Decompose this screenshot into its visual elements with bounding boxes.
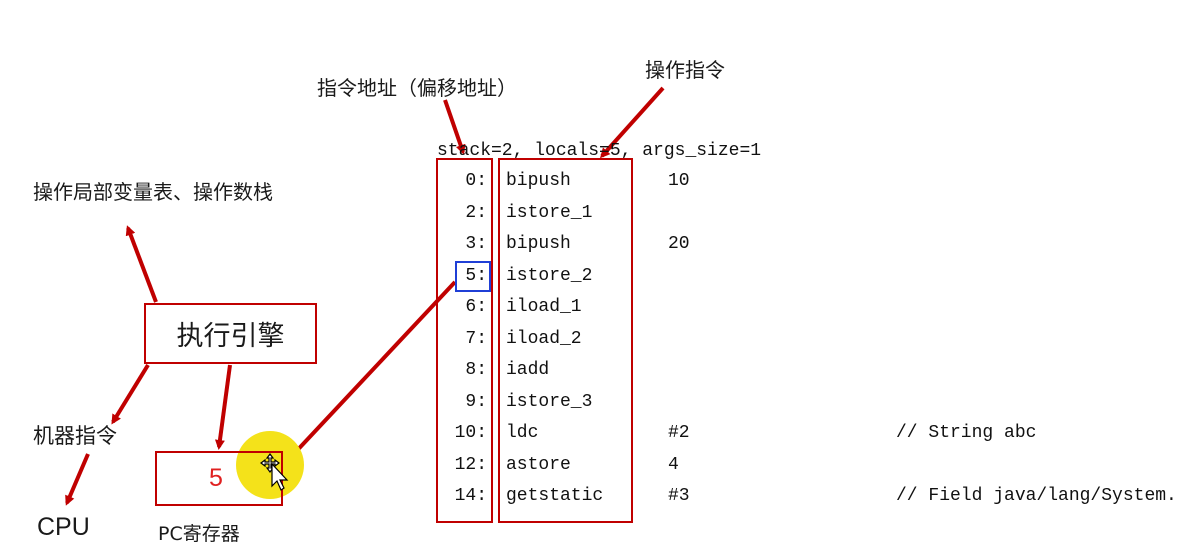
offset-value: 14: xyxy=(454,486,487,506)
arrow-to-opcode-column xyxy=(599,86,665,159)
opcode-value: istore_3 xyxy=(506,391,593,412)
operand-value: 4 xyxy=(668,454,679,475)
pc-register-value: 5 xyxy=(209,464,223,492)
opcode-value: istore_2 xyxy=(506,265,593,286)
comment-value: // String abc xyxy=(896,423,1037,443)
opcode-value: ldc xyxy=(506,423,539,443)
arrow-offset-5-to-pc xyxy=(287,280,457,461)
opcode-value: bipush xyxy=(506,234,571,254)
opcode-value: iadd xyxy=(506,360,550,380)
operand-value: 10 xyxy=(668,171,690,191)
arrow-to-offset-column xyxy=(443,99,466,155)
offset-value: 8: xyxy=(465,360,487,380)
opcode-value: getstatic xyxy=(506,486,604,506)
offset-value: 5: xyxy=(465,265,487,286)
offset-value: 10: xyxy=(454,423,487,443)
instruction-address-label: 指令地址（偏移地址） xyxy=(317,76,517,100)
machine-instruction-label: 机器指令 xyxy=(33,424,117,448)
opcode-column-box xyxy=(498,158,633,523)
arrow-engine-to-pc xyxy=(214,364,232,450)
arrow-machine-instruction-to-cpu xyxy=(65,453,90,506)
opcode-value: bipush xyxy=(506,171,571,191)
offset-value: 12: xyxy=(454,454,487,475)
offset-value: 9: xyxy=(465,391,487,412)
opcode-value: astore xyxy=(506,454,571,475)
execution-engine-box: 执行引擎 xyxy=(144,303,317,364)
operand-value: #2 xyxy=(668,423,690,443)
offset-5-highlight xyxy=(455,261,491,292)
bytecode-header: stack=2, locals=5, args_size=1 xyxy=(437,141,762,161)
local-var-stack-label: 操作局部变量表、操作数栈 xyxy=(33,180,273,204)
opcode-value: istore_1 xyxy=(506,202,593,223)
offset-value: 2: xyxy=(465,202,487,223)
offset-value: 0: xyxy=(465,171,487,191)
offset-value: 7: xyxy=(465,328,487,349)
opcode-value: iload_1 xyxy=(506,297,582,317)
bytecode-listing: 0: bipush 10 2: istore_1 3: bipush 20 5:… xyxy=(437,166,1187,526)
offset-value: 3: xyxy=(465,234,487,254)
mouse-cursor-icon xyxy=(258,452,292,497)
opcode-value: iload_2 xyxy=(506,328,582,349)
arrow-engine-to-machine-instruction xyxy=(111,363,150,425)
operand-value: #3 xyxy=(668,486,690,506)
pc-register-label: PC寄存器 xyxy=(158,523,240,545)
comment-value: // Field java/lang/System. xyxy=(896,486,1177,506)
arrow-engine-to-stack xyxy=(125,225,158,303)
offset-column-box xyxy=(436,158,493,523)
operand-value: 20 xyxy=(668,234,690,254)
operation-instruction-label: 操作指令 xyxy=(645,58,725,82)
execution-engine-label: 执行引擎 xyxy=(176,321,285,352)
offset-value: 6: xyxy=(465,297,487,317)
cpu-label: CPU xyxy=(37,513,90,541)
